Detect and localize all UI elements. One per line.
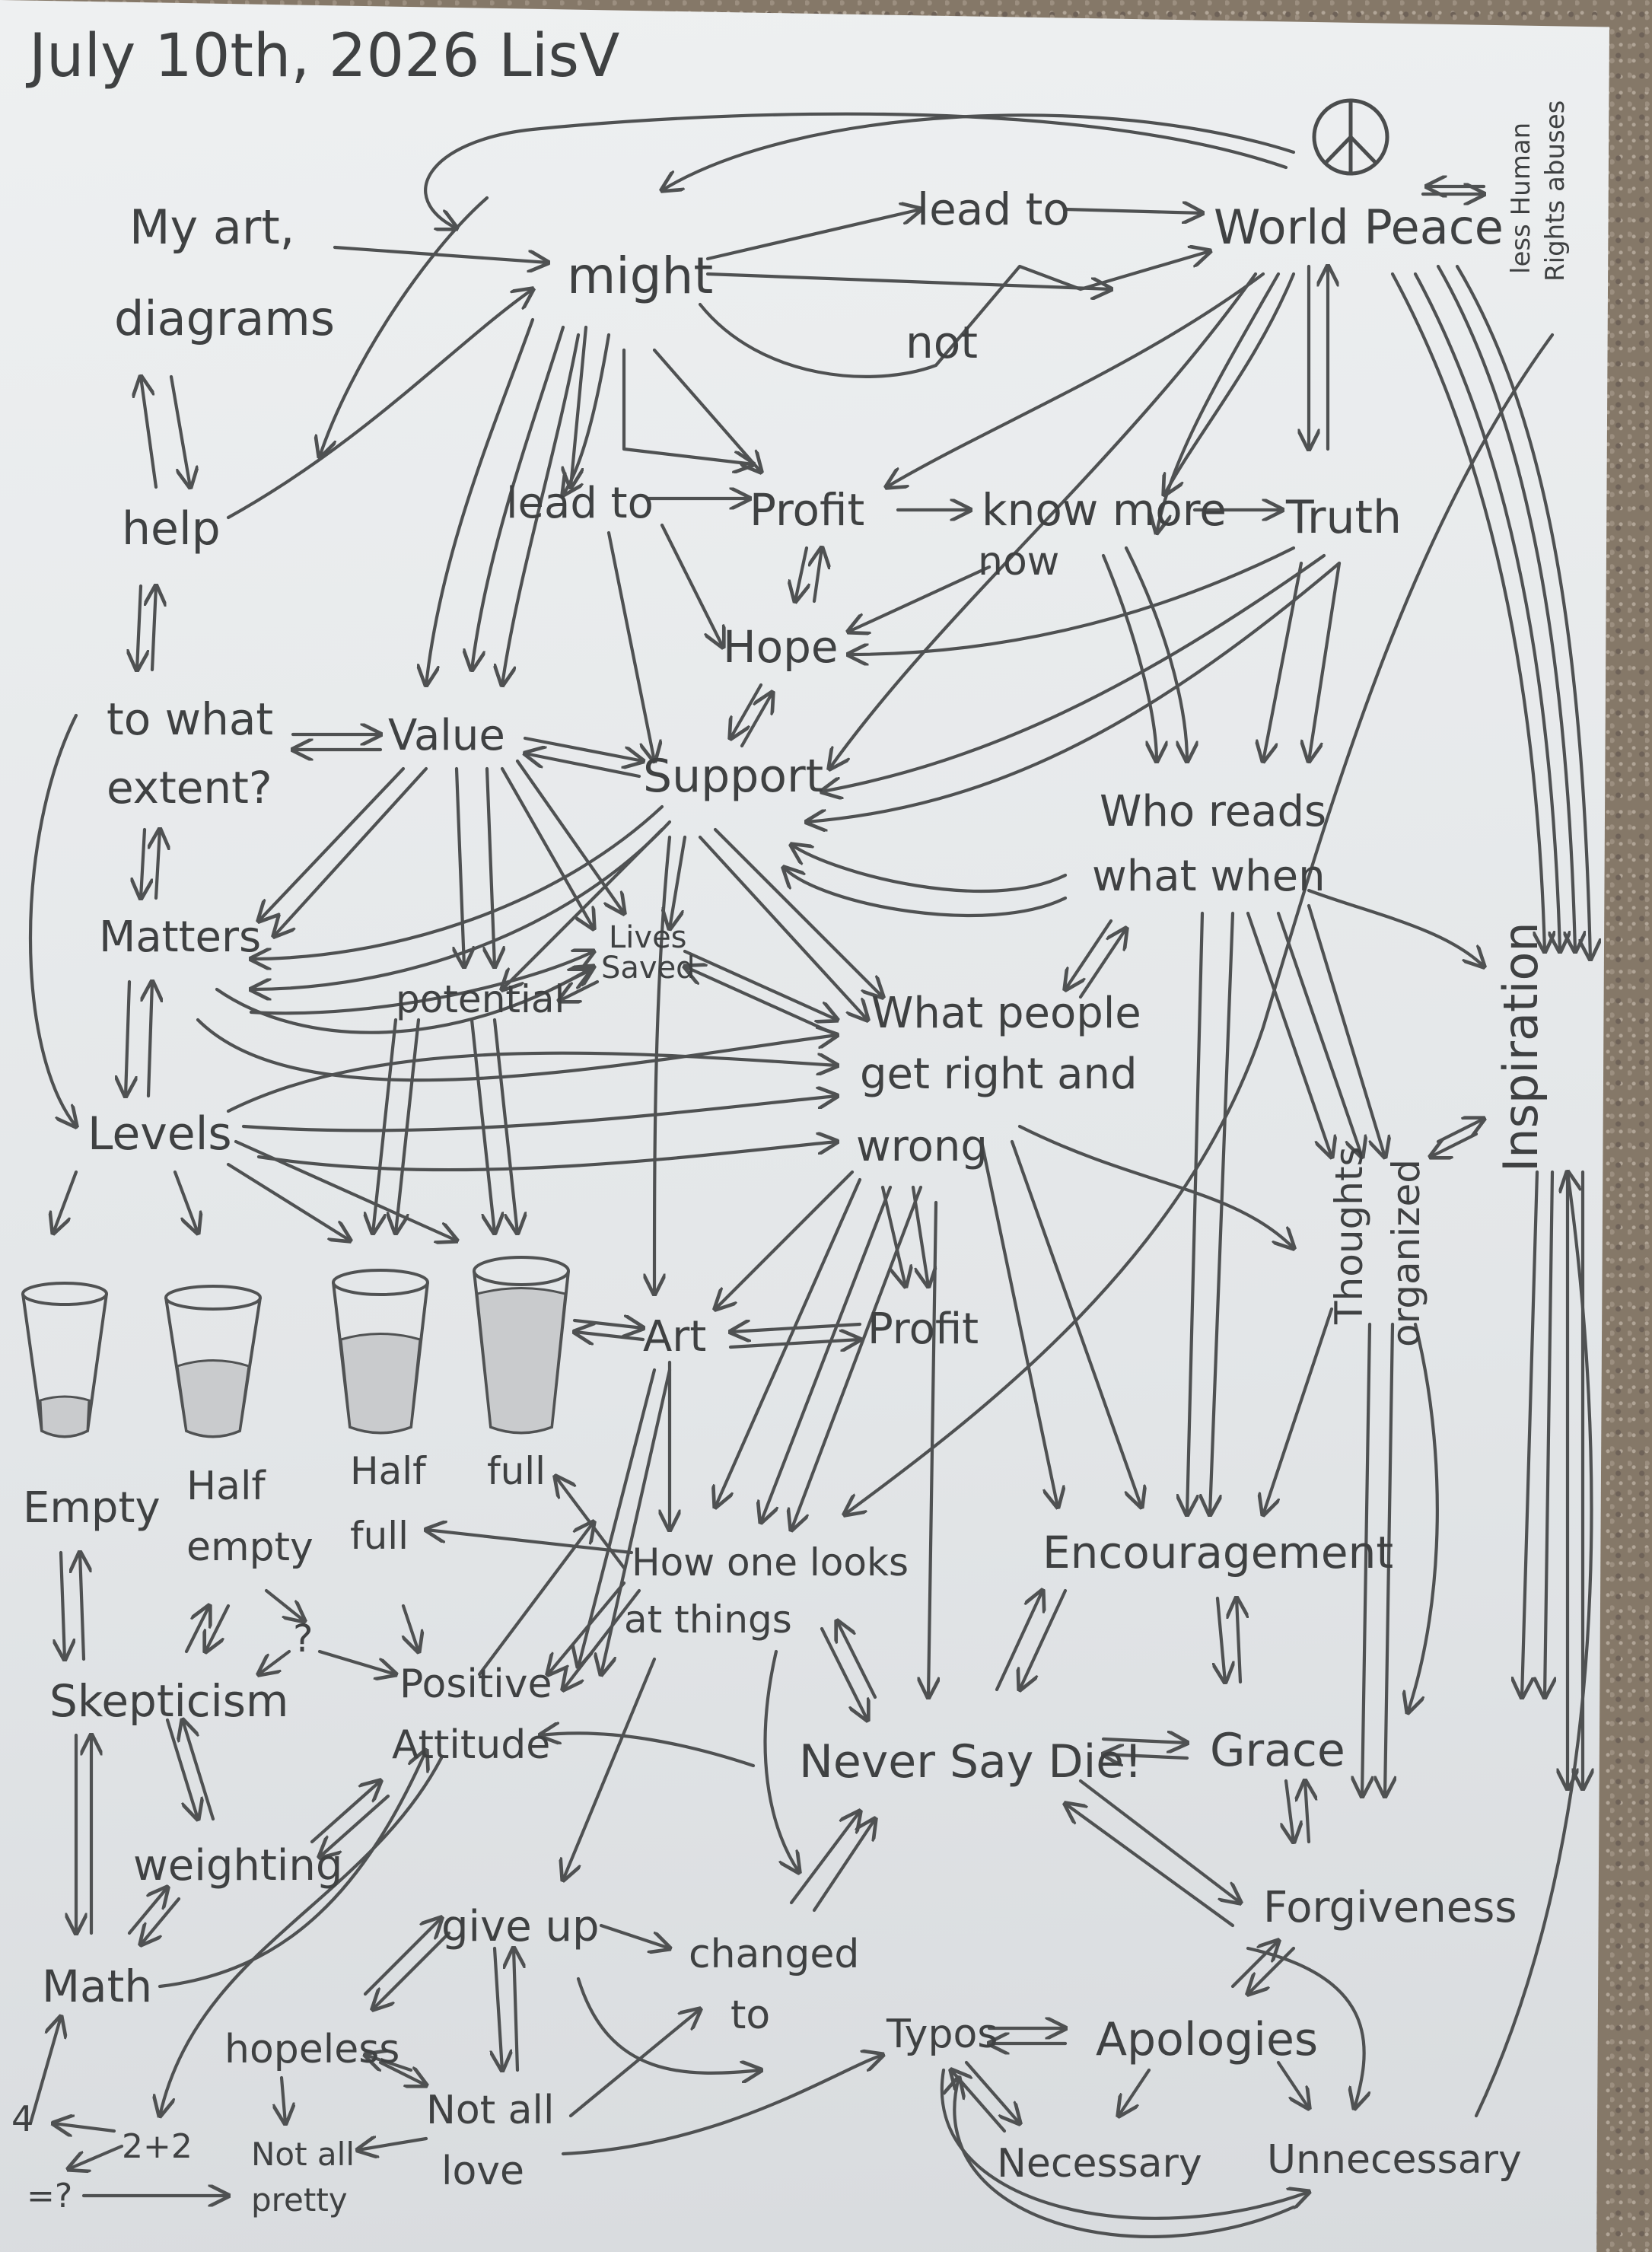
node-half-full-1: Half bbox=[350, 1449, 427, 1493]
node-what-when: what when bbox=[1092, 852, 1326, 901]
node-wrong: wrong bbox=[856, 1122, 988, 1171]
node-matters: Matters bbox=[99, 913, 261, 962]
side-note-2: Rights abuses bbox=[1540, 100, 1571, 282]
node-profit-top: Profit bbox=[750, 484, 864, 536]
node-lead-to-mid: lead to bbox=[506, 479, 654, 528]
node-at-things: at things bbox=[624, 1597, 792, 1642]
connector-lines bbox=[28, 112, 1591, 2239]
node-who-reads: Who reads bbox=[1100, 787, 1326, 836]
node-get-right: get right and bbox=[860, 1050, 1138, 1099]
node-not-all-pretty-1: Not all bbox=[251, 2136, 355, 2173]
node-not-all-pretty-2: pretty bbox=[251, 2181, 348, 2219]
node-empty: Empty bbox=[23, 1483, 161, 1533]
peace-sign-icon bbox=[1312, 98, 1389, 176]
node-four: 4 bbox=[11, 2098, 33, 2139]
node-changed: changed bbox=[689, 1932, 859, 1977]
node-positive: Positive bbox=[399, 1661, 552, 1707]
node-extent: extent? bbox=[107, 762, 272, 814]
node-never-say-die: Never Say Die! bbox=[799, 1735, 1142, 1789]
labels: July 10th, 2026 LisV less Human Rights a… bbox=[11, 22, 1571, 2219]
node-two-plus-two: 2+2 bbox=[122, 2127, 193, 2166]
node-might: might bbox=[567, 247, 713, 305]
node-necessary: Necessary bbox=[997, 2141, 1202, 2187]
node-art: Art bbox=[643, 1312, 706, 1362]
node-not-all-love-2: love bbox=[441, 2148, 524, 2194]
glass-full bbox=[473, 1256, 570, 1435]
node-attitude: Attitude bbox=[392, 1722, 550, 1768]
node-not-all-love-1: Not all bbox=[426, 2088, 554, 2133]
node-forgiveness: Forgiveness bbox=[1263, 1883, 1517, 1932]
node-potential: potential bbox=[396, 977, 565, 1021]
node-lives: Lives bbox=[609, 920, 687, 955]
node-profit-mid: Profit bbox=[867, 1304, 979, 1354]
node-organized: organized bbox=[1384, 1159, 1428, 1347]
node-help: help bbox=[122, 502, 221, 556]
node-math: Math bbox=[42, 1961, 152, 2012]
node-world-peace: World Peace bbox=[1214, 199, 1504, 255]
paper-sheet bbox=[0, 0, 1609, 2252]
node-grace: Grace bbox=[1210, 1724, 1345, 1777]
node-half-empty-2: empty bbox=[186, 1524, 314, 1570]
node-encouragement: Encouragement bbox=[1042, 1527, 1393, 1578]
node-inspiration: Inspiration bbox=[1493, 922, 1549, 1172]
node-now: now bbox=[978, 539, 1059, 585]
node-hopeless: hopeless bbox=[224, 2027, 399, 2072]
glass-half-empty bbox=[164, 1285, 262, 1438]
node-weighting: weighting bbox=[133, 1841, 342, 1890]
node-unnecessary: Unnecessary bbox=[1267, 2137, 1522, 2183]
glass-half-full bbox=[332, 1269, 429, 1435]
node-levels: Levels bbox=[88, 1107, 232, 1161]
node-thoughts: Thoughts bbox=[1327, 1146, 1371, 1325]
node-know-more: know more bbox=[982, 484, 1227, 536]
node-half-full-2: full bbox=[350, 1514, 409, 1558]
node-question: ? bbox=[293, 1617, 314, 1661]
node-give-up: give up bbox=[441, 1902, 600, 1951]
date-heading: July 10th, 2026 LisV bbox=[25, 22, 619, 91]
side-note-1: less Human bbox=[1506, 123, 1536, 274]
node-what-people: What people bbox=[871, 989, 1141, 1038]
node-support: Support bbox=[643, 750, 823, 803]
node-full: full bbox=[487, 1449, 546, 1493]
node-apologies: Apologies bbox=[1096, 2013, 1318, 2066]
glass-empty bbox=[21, 1282, 108, 1438]
node-typos: Typos bbox=[886, 2012, 998, 2057]
node-eq-question: =? bbox=[27, 2177, 72, 2215]
node-half-empty-1: Half bbox=[186, 1464, 266, 1509]
node-saved: Saved bbox=[601, 951, 695, 986]
node-lead-to-top: lead to bbox=[917, 183, 1070, 235]
node-truth: Truth bbox=[1285, 491, 1402, 544]
node-my-art: My art, bbox=[129, 199, 294, 255]
node-hope: Hope bbox=[723, 621, 839, 673]
node-how-one-looks: How one looks bbox=[632, 1540, 909, 1585]
node-skepticism: Skepticism bbox=[49, 1675, 288, 1727]
node-diagrams: diagrams bbox=[114, 291, 335, 346]
node-changed-to: to bbox=[731, 1992, 770, 2038]
node-to-what: to what bbox=[107, 693, 273, 745]
node-value: Value bbox=[388, 711, 505, 760]
node-not: not bbox=[906, 317, 978, 368]
